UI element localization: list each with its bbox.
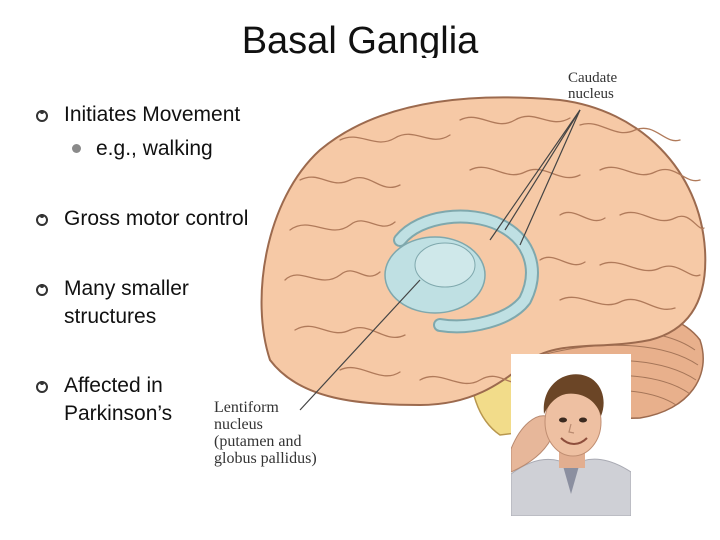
bullet-text-line1: Affected in [64, 374, 163, 397]
lentiform-pointer [299, 279, 421, 411]
lentiform-label-line2: nucleus [214, 416, 263, 433]
portrait-illustration [511, 354, 631, 516]
caudate-label-line1: Caudate [568, 70, 618, 86]
bullet-icon [36, 284, 48, 296]
sub-bullet-text: e.g., walking [96, 137, 213, 160]
sub-bullet-icon [72, 144, 81, 153]
caudate-label: Caudate nucleus [568, 70, 617, 102]
bullet-text-line1: Many smaller [64, 277, 189, 300]
lentiform-label: Lentiform nucleus (putamen and globus pa… [214, 399, 317, 467]
bullet-text-line2: structures [64, 305, 157, 328]
lentiform-label-line4: globus pallidus) [214, 450, 317, 467]
bullet-icon [36, 214, 48, 226]
title-underline [150, 58, 570, 62]
caudate-pointer-3 [489, 109, 581, 241]
bullet-icon [36, 381, 48, 393]
lentiform-label-line3: (putamen and [214, 433, 302, 450]
caudate-label-line2: nucleus [568, 86, 614, 102]
slide-title: Basal Ganglia [241, 20, 479, 62]
bullet-text: Initiates Movement [64, 103, 241, 126]
caudate-pointer-2 [519, 109, 581, 246]
caudate-pointer-1 [504, 109, 581, 231]
bullet-text-line2: Parkinson’s [64, 402, 173, 425]
lentiform-label-line1: Lentiform [214, 399, 279, 416]
bullet-icon [36, 110, 48, 122]
cerebrum [260, 96, 707, 407]
bullet-text: Gross motor control [64, 207, 249, 230]
portrait-photo [511, 354, 631, 516]
